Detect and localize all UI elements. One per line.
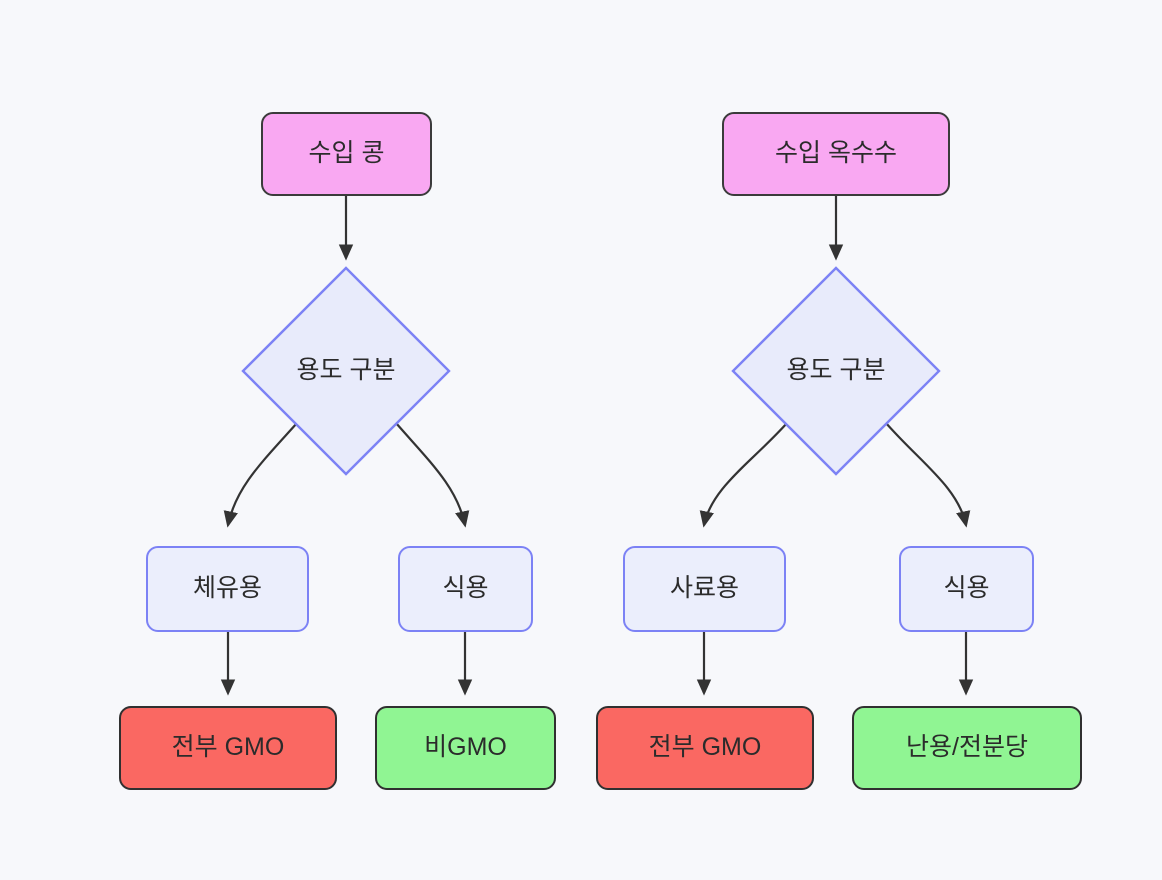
node-corn-feed[interactable]: 사료용 — [623, 546, 786, 632]
node-corn-feed-result[interactable]: 전부 GMO — [596, 706, 814, 790]
node-soy-oil-result-label: 전부 GMO — [171, 733, 285, 762]
node-corn-feed-label: 사료용 — [669, 574, 739, 603]
node-corn-food-label: 식용 — [943, 574, 990, 603]
node-corn-source-label: 수입 옥수수 — [775, 139, 897, 168]
node-soy-oil-result[interactable]: 전부 GMO — [119, 706, 337, 790]
node-corn-source[interactable]: 수입 옥수수 — [722, 112, 950, 196]
node-soy-oil-label: 체유용 — [192, 574, 262, 603]
node-corn-food-result[interactable]: 난용/전분당 — [852, 706, 1082, 790]
node-soy-food-label: 식용 — [442, 574, 489, 603]
node-soy-source[interactable]: 수입 콩 — [261, 112, 432, 196]
node-soy-oil[interactable]: 체유용 — [146, 546, 309, 632]
node-corn-food[interactable]: 식용 — [899, 546, 1034, 632]
diamond-shape — [241, 266, 451, 476]
diamond-shape — [731, 266, 941, 476]
node-soy-food[interactable]: 식용 — [398, 546, 533, 632]
node-corn-decision-label: 용도 구분 — [786, 356, 886, 385]
node-soy-decision[interactable]: 용도 구분 — [241, 266, 451, 476]
node-corn-food-result-label: 난용/전분당 — [906, 733, 1028, 762]
node-corn-decision[interactable]: 용도 구분 — [731, 266, 941, 476]
node-soy-source-label: 수입 콩 — [308, 139, 385, 168]
node-corn-feed-result-label: 전부 GMO — [648, 733, 762, 762]
node-soy-decision-label: 용도 구분 — [296, 356, 396, 385]
node-soy-food-result[interactable]: 비GMO — [375, 706, 556, 790]
node-soy-food-result-label: 비GMO — [424, 733, 507, 762]
